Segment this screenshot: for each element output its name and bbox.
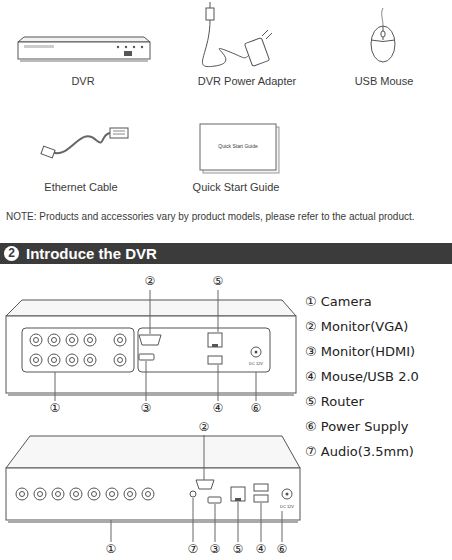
bnc-connector <box>34 488 46 500</box>
product-name: USB Mouse <box>355 75 414 88</box>
callout-number: ⑤ <box>213 275 224 289</box>
bnc-connector <box>30 354 42 366</box>
product-name: Quick Start Guide <box>193 181 280 194</box>
rj45-plug <box>110 128 128 138</box>
bnc-panel <box>22 328 134 372</box>
usb-port <box>208 356 222 364</box>
audio-jack <box>190 491 196 497</box>
callout-number: ② <box>145 275 156 289</box>
callout-number: ③ <box>210 543 221 557</box>
power-jack <box>251 347 261 357</box>
hdmi-port <box>208 497 221 503</box>
section-number: 2 <box>4 246 19 261</box>
port-marking: DC 12V <box>280 505 294 510</box>
bnc-connector <box>52 488 64 500</box>
port-legend-item: ③ Monitor(HDMI) <box>305 345 415 360</box>
ethernet-cable <box>52 133 110 153</box>
section-heading: Introduce the DVR <box>26 245 157 262</box>
vga-port <box>139 335 161 345</box>
rj45-port <box>231 487 245 501</box>
port-legend-item: ⑥ Power Supply <box>305 420 409 435</box>
vga-port <box>196 480 214 489</box>
dvr-top-face <box>6 300 296 316</box>
section-header-band: 2 Introduce the DVR <box>0 243 452 264</box>
port-legend-item: ⑦ Audio(3.5mm) <box>305 445 414 460</box>
port-legend-item: ② Monitor(VGA) <box>305 320 408 335</box>
dvr-rear-panel <box>6 468 300 520</box>
hdmi-port <box>139 354 154 360</box>
callout-number: ⑥ <box>251 402 262 416</box>
callout-number: ③ <box>141 402 152 416</box>
product-name: DVR Power Adapter <box>198 75 296 88</box>
quick-start-booklet <box>200 124 276 170</box>
booklet-title: Quick Start Guide <box>218 144 257 150</box>
callout-number: ④ <box>213 402 224 416</box>
note: NOTE: Products and accessories vary by p… <box>6 211 415 223</box>
bnc-connector <box>84 334 96 346</box>
bnc-connector <box>84 354 96 366</box>
port-legend-item: ④ Mouse/USB 2.0 <box>305 370 419 385</box>
bnc-connector <box>48 334 60 346</box>
callout-number: ⑦ <box>188 543 199 557</box>
callout-number: ⑤ <box>233 543 244 557</box>
bnc-connector <box>114 334 126 346</box>
callout-number: ④ <box>256 543 267 557</box>
callout-number: ⑥ <box>277 543 288 557</box>
bnc-connector <box>48 354 60 366</box>
adapter-body <box>244 38 269 67</box>
bnc-connector <box>30 334 42 346</box>
bnc-connector <box>66 334 78 346</box>
port-legend-item: ⑤ Router <box>305 395 364 410</box>
callout-number: ① <box>50 402 61 416</box>
callout-number: ① <box>106 543 117 557</box>
usb-port <box>254 484 268 491</box>
dvr-top <box>18 37 150 42</box>
callout-number: ② <box>199 421 210 435</box>
bnc-connector <box>16 488 28 500</box>
dvr-rear-panel <box>6 316 296 393</box>
rj45-port <box>208 333 222 347</box>
bnc-connector <box>70 488 82 500</box>
bnc-connector <box>66 354 78 366</box>
dvr-top-face <box>6 436 300 468</box>
bnc-connector <box>106 488 118 500</box>
usb-port <box>254 495 268 502</box>
product-name: Ethernet Cable <box>44 181 117 194</box>
bnc-connector <box>142 488 154 500</box>
usb-mouse <box>371 26 395 62</box>
power-jack <box>282 489 292 499</box>
bnc-connector <box>124 488 136 500</box>
adapter-cord <box>202 20 249 67</box>
bnc-connector <box>114 354 126 366</box>
dvr-front <box>18 42 150 59</box>
dc-plug <box>206 8 214 20</box>
port-legend-item: ① Camera <box>305 295 372 310</box>
bnc-connector <box>88 488 100 500</box>
product-name: DVR <box>71 75 94 88</box>
port-marking: DC 12V <box>249 362 263 367</box>
